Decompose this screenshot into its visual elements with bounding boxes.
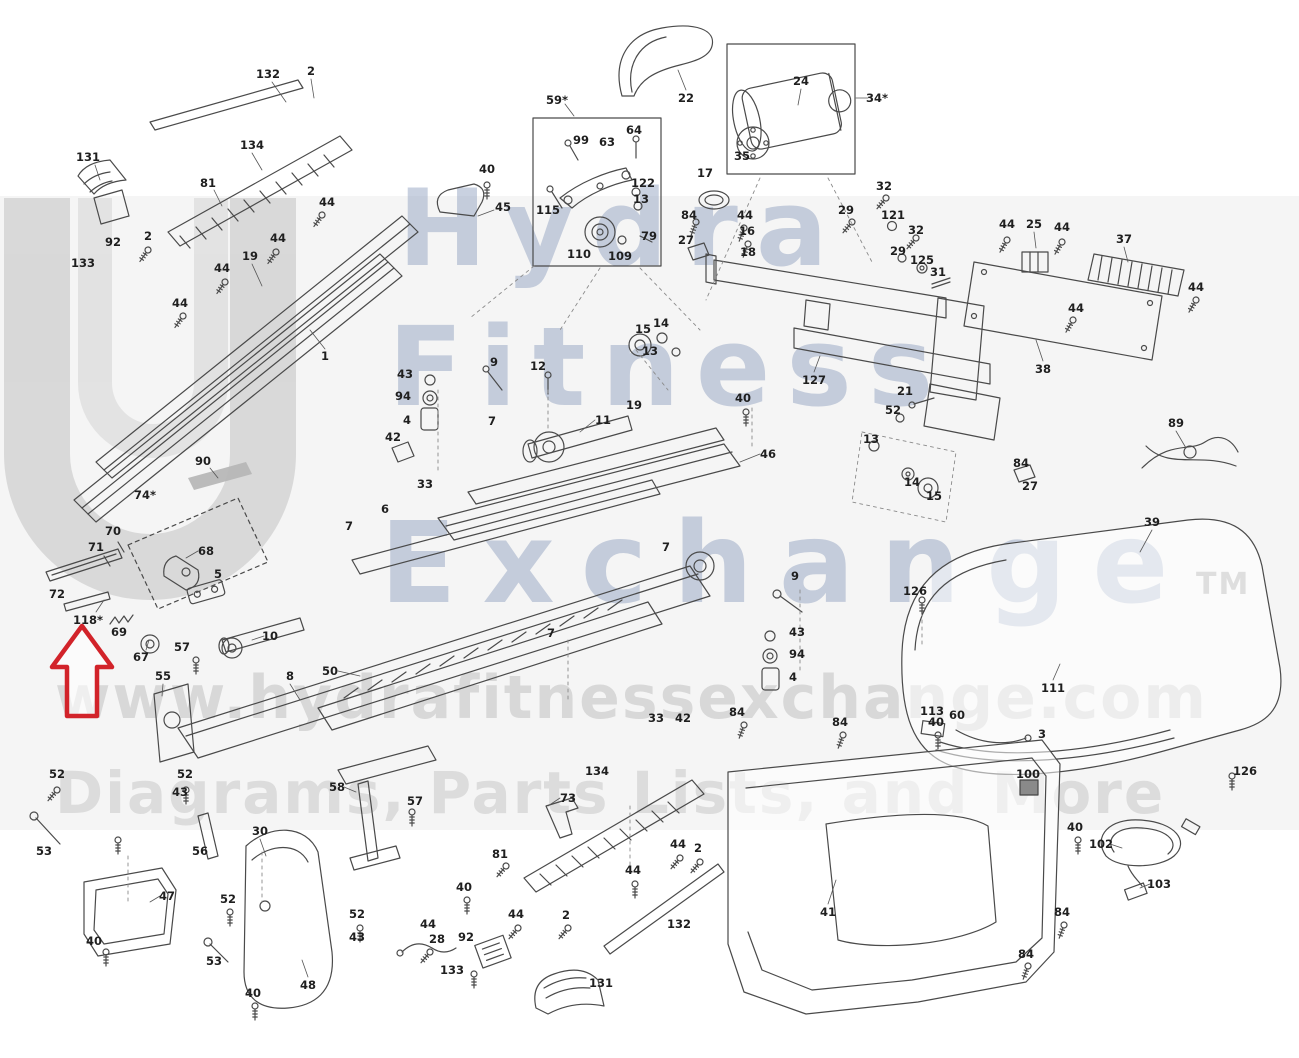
motor-gasket: [698, 190, 730, 210]
deck-and-belt: [153, 551, 803, 763]
inset-box-59: [532, 117, 662, 267]
bottom-left-parts: [29, 745, 725, 1015]
highlight-arrow-118-icon: [49, 623, 115, 719]
frame-weldment: [687, 242, 1036, 483]
side-rails-middle: [351, 427, 741, 575]
motor-assembly: [726, 43, 856, 175]
motor-hood: [901, 518, 1282, 775]
top-left-parts: [77, 79, 485, 249]
frame-rails: [73, 215, 419, 523]
base-tray: [727, 720, 1061, 1015]
front-roller: [522, 415, 633, 463]
drive-belt: [618, 25, 714, 97]
electronics-board: [963, 251, 1185, 361]
